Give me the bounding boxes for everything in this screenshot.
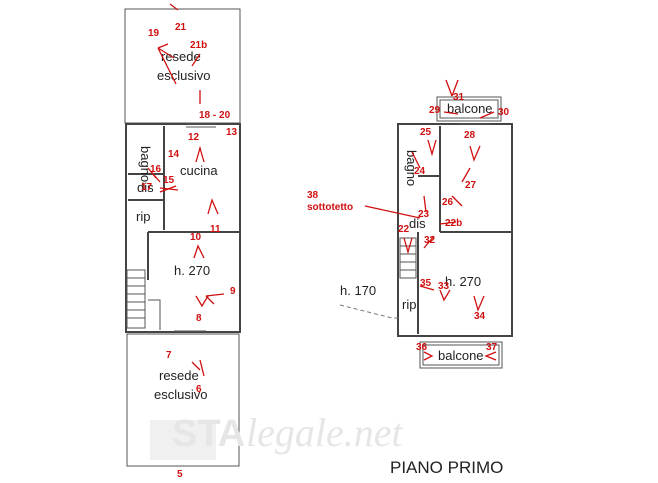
resede-bottom-outline <box>126 333 240 467</box>
marker-22: 22 <box>398 224 410 235</box>
balcone-bottom-inner <box>422 344 500 366</box>
marker-30: 30 <box>498 107 510 118</box>
marker-36: 36 <box>416 342 428 353</box>
watermark-sta: STA <box>172 413 245 455</box>
marker-9: 9 <box>230 286 236 297</box>
watermark: STA legale.net <box>150 410 403 460</box>
room-label-rip-right: rip <box>402 297 416 312</box>
marker-5: 5 <box>177 469 183 480</box>
marker-33: 33 <box>438 281 450 292</box>
room-label-h270-left: h. 270 <box>174 263 210 278</box>
marker-15: 15 <box>163 175 175 186</box>
room-label-h270-right: h. 270 <box>445 274 481 289</box>
photo-markers: 21 19 21b 18 - 20 13 12 14 16 15 17 11 1… <box>141 22 510 480</box>
right-unit: balcone bagno dis h. 270 h. 170 rip balc… <box>307 96 513 369</box>
marker-24: 24 <box>414 166 426 177</box>
room-label-resede-top: resede <box>161 49 201 64</box>
watermark-legale: legale.net <box>246 410 403 455</box>
sottotetto-leader <box>364 205 421 219</box>
marker-6: 6 <box>196 384 202 395</box>
room-label-balcone-top: balcone <box>447 101 493 116</box>
marker-23: 23 <box>418 209 430 220</box>
balcone-top-inner <box>439 99 499 119</box>
marker-22b: 22b <box>445 218 462 229</box>
sottotetto-label: sottotetto <box>307 202 353 213</box>
marker-32: 32 <box>424 235 436 246</box>
marker-10: 10 <box>190 232 202 243</box>
marker-27: 27 <box>465 180 477 191</box>
marker-18-20: 18 - 20 <box>199 110 231 121</box>
right-building-walls <box>397 123 513 337</box>
room-label-esclusivo-bottom: esclusivo <box>154 387 207 402</box>
room-label-balcone-bottom: balcone <box>438 348 484 363</box>
marker-31: 31 <box>453 92 465 103</box>
sottotetto-number: 38 <box>307 190 319 201</box>
room-label-dis-left: dis <box>137 180 154 195</box>
room-label-esclusivo-top: esclusivo <box>157 68 210 83</box>
marker-11: 11 <box>210 224 221 235</box>
marker-21b: 21b <box>190 40 207 51</box>
stairs-right <box>399 237 417 279</box>
stairs-left <box>126 269 161 330</box>
marker-14: 14 <box>168 149 180 160</box>
room-label-cucina: cucina <box>180 163 218 178</box>
room-label-bagno-left: bagno <box>138 146 153 182</box>
marker-28: 28 <box>464 130 476 141</box>
marker-25: 25 <box>420 127 432 138</box>
photo-arrows <box>147 3 497 450</box>
room-label-rip-left: rip <box>136 209 150 224</box>
marker-21: 21 <box>175 22 187 33</box>
marker-19: 19 <box>148 28 160 39</box>
left-unit: resede esclusivo cucina bagno dis rip h.… <box>124 8 241 467</box>
room-label-h170: h. 170 <box>340 283 376 298</box>
marker-26: 26 <box>442 197 454 208</box>
marker-37: 37 <box>486 342 498 353</box>
left-building-walls <box>125 123 241 333</box>
attic-slope-line <box>339 304 398 319</box>
balcone-top-outline <box>436 96 502 122</box>
room-label-dis-right: dis <box>409 216 426 231</box>
marker-13: 13 <box>226 127 238 138</box>
marker-29: 29 <box>429 105 441 116</box>
marker-35: 35 <box>420 278 432 289</box>
watermark-logo-block <box>150 420 216 460</box>
marker-16: 16 <box>150 164 162 175</box>
balcone-bottom-outline <box>419 341 503 369</box>
marker-34: 34 <box>474 311 486 322</box>
marker-12: 12 <box>188 132 200 143</box>
marker-17: 17 <box>141 182 153 193</box>
plan-title: PIANO PRIMO <box>390 458 503 477</box>
room-label-resede-bottom: resede <box>159 368 199 383</box>
marker-7: 7 <box>166 350 172 361</box>
marker-8: 8 <box>196 313 202 324</box>
